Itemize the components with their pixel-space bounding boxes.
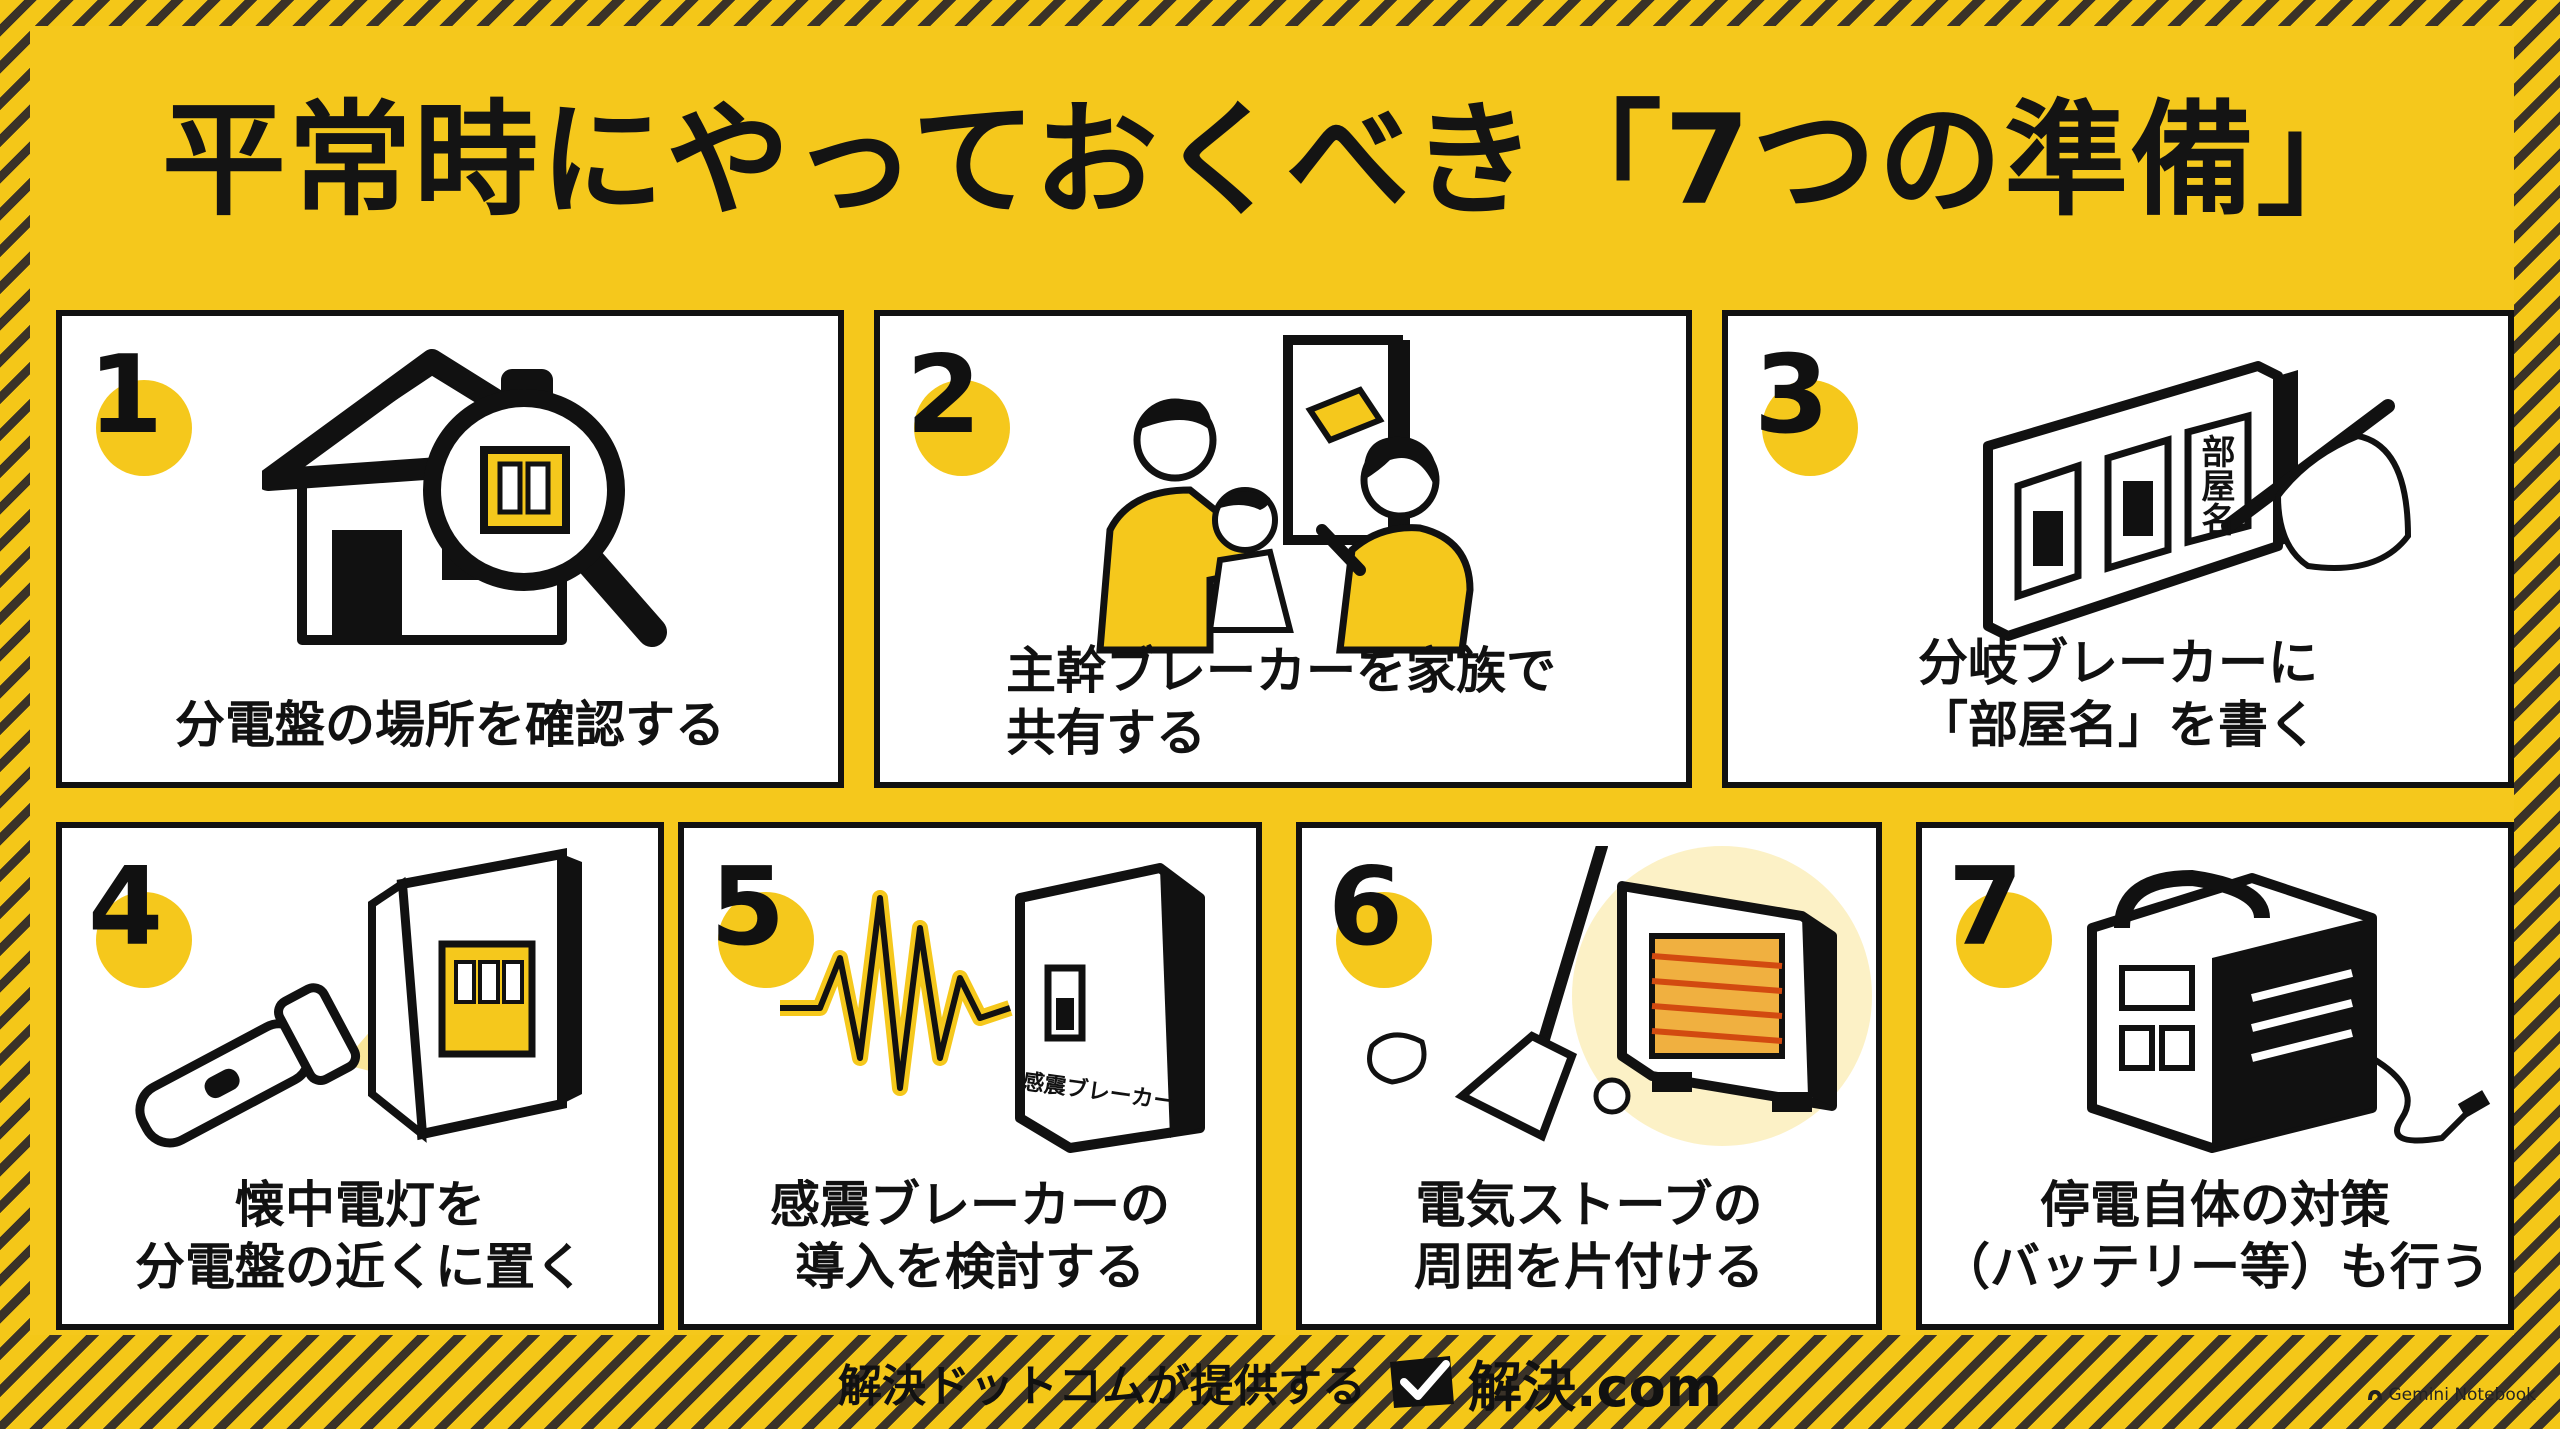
- caption-line: （バッテリー等）も行う: [1940, 1238, 2490, 1296]
- caption-line: 周囲を片付ける: [1414, 1238, 1764, 1296]
- card-1-caption: 分電盤の場所を確認する: [62, 694, 838, 756]
- seismic-breaker-icon: [780, 863, 1205, 1153]
- footer-text: 解決ドットコムが提供する: [838, 1361, 1367, 1412]
- caption-line: 懐中電灯を: [235, 1176, 485, 1234]
- card-number: 5: [710, 845, 815, 988]
- caption-line: 感震ブレーカーの: [770, 1176, 1170, 1234]
- main-panel: 平常時にやっておくべき「7つの準備」 1 分電盤の場所を確認する 2: [30, 26, 2514, 1335]
- caption-line: 共有する: [1006, 704, 1206, 762]
- caption-line: 分電盤の場所を確認する: [175, 696, 725, 754]
- card-number: 1: [88, 333, 193, 476]
- caption-line: 主幹ブレーカーを家族で: [1006, 642, 1556, 700]
- brand-logo[interactable]: 解決.com: [1386, 1343, 1722, 1422]
- caption-line: 停電自体の対策: [2040, 1176, 2390, 1234]
- checkmark-icon: [1390, 1356, 1455, 1408]
- card-6-caption: 電気ストーブの 周囲を片付ける: [1302, 1174, 1876, 1298]
- card-4-caption: 懐中電灯を 分電盤の近くに置く: [62, 1174, 658, 1298]
- card-1: 1 分電盤の場所を確認する: [56, 310, 844, 788]
- card-3-caption: 分岐ブレーカーに 「部屋名」を書く: [1728, 632, 2508, 756]
- card-number: 7: [1948, 845, 2053, 988]
- caption-line: 分岐ブレーカーに: [1918, 634, 2318, 692]
- card-5: 5 感震ブレーカー 感震ブレーカーの 導入を検討する: [678, 822, 1262, 1330]
- caption-line: 導入を検討する: [795, 1238, 1145, 1296]
- card-number: 3: [1754, 333, 1859, 476]
- card-2: 2 主幹ブレーカーを家族で 共有する: [874, 310, 1692, 788]
- breaker-label-pen-icon: [1983, 361, 2412, 641]
- footer: 解決ドットコムが提供する 解決.com: [0, 1335, 2560, 1429]
- brand-name: 解決.com: [1468, 1355, 1722, 1419]
- card-6: 6 電気ストーブの 周囲を片付ける: [1296, 822, 1882, 1330]
- card-number: 4: [88, 845, 193, 988]
- family-breaker-icon: [1096, 335, 1474, 654]
- portable-battery-icon: [2087, 869, 2491, 1153]
- card-7-caption: 停電自体の対策 （バッテリー等）も行う: [1922, 1174, 2508, 1298]
- watermark-text: Gemini Notebook: [2388, 1385, 2537, 1405]
- breaker-label-text: 部屋名: [2195, 434, 2235, 536]
- card-7: 7 停電自体の対策 （バッテリー等）も行う: [1916, 822, 2514, 1330]
- flashlight-panel-icon: [135, 847, 582, 1148]
- gemini-logo-icon: [2367, 1390, 2382, 1400]
- caption-line: 「部屋名」を書く: [1918, 696, 2318, 754]
- card-2-caption: 主幹ブレーカーを家族で 共有する: [1006, 640, 1686, 764]
- card-5-caption: 感震ブレーカーの 導入を検討する: [684, 1174, 1256, 1298]
- house-magnifier-icon: [262, 349, 667, 647]
- card-number: 6: [1328, 845, 1433, 988]
- heater-broom-icon: [1367, 846, 1872, 1146]
- caption-line: 電気ストーブの: [1415, 1176, 1763, 1234]
- page-title: 平常時にやっておくべき「7つの準備」: [161, 89, 2383, 233]
- card-number: 2: [906, 333, 1011, 476]
- card-3: 3 部屋名 分岐ブレーカーに 「部屋名」を書く: [1722, 310, 2514, 788]
- card-4: 4 懐中電灯を 分電盤の近くに置く: [56, 822, 664, 1330]
- caption-line: 分電盤の近くに置く: [135, 1238, 585, 1296]
- watermark: Gemini Notebook: [2367, 1385, 2537, 1405]
